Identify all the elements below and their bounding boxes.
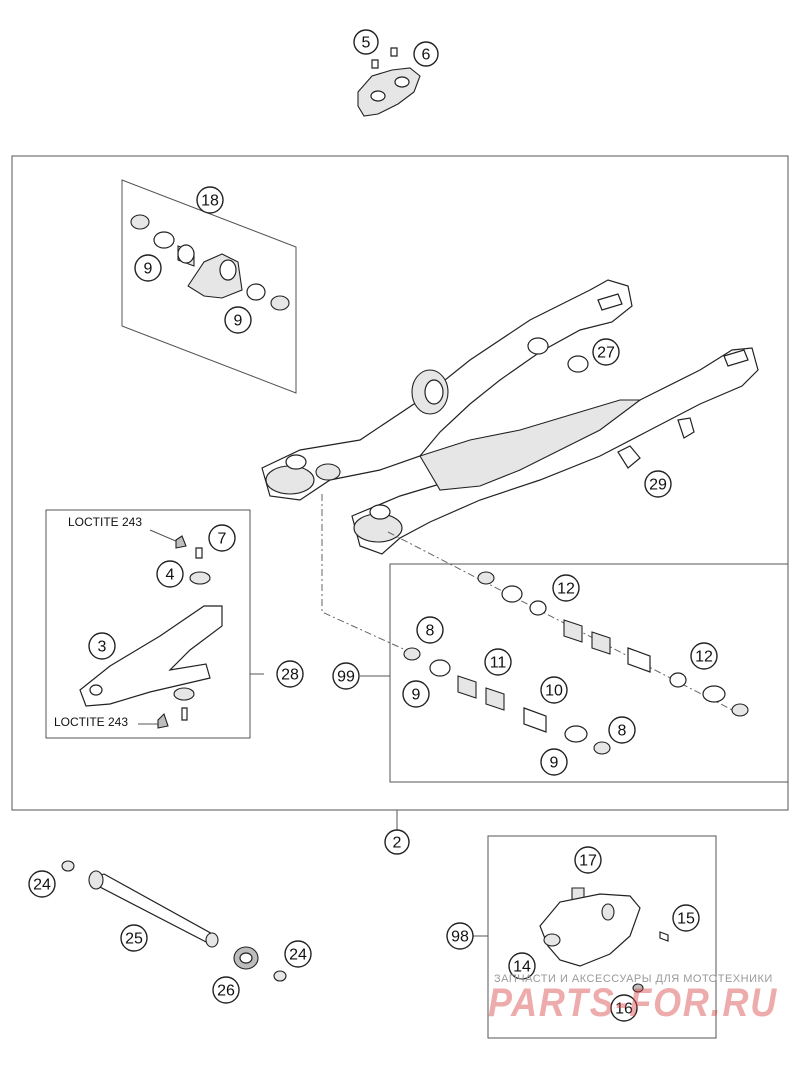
callout-10[interactable]: 10 bbox=[540, 676, 568, 704]
svg-text:9: 9 bbox=[550, 755, 559, 772]
svg-text:6: 6 bbox=[422, 47, 431, 64]
callout-24-left[interactable]: 24 bbox=[28, 870, 56, 898]
svg-text:5: 5 bbox=[362, 35, 371, 52]
svg-text:8: 8 bbox=[426, 623, 435, 640]
svg-text:3: 3 bbox=[98, 639, 107, 656]
callout-3[interactable]: 3 bbox=[88, 632, 116, 660]
callout-9-top-right[interactable]: 9 bbox=[224, 306, 252, 334]
chain-guide-parts bbox=[539, 887, 669, 993]
callout-99[interactable]: 99 bbox=[332, 662, 360, 690]
callout-98[interactable]: 98 bbox=[446, 922, 474, 950]
watermark-brand: PARTS-FOR.RU bbox=[488, 981, 778, 1025]
callout-11[interactable]: 11 bbox=[484, 648, 512, 676]
callout-6[interactable]: 6 bbox=[413, 41, 439, 67]
assembly-line-left bbox=[321, 494, 411, 653]
pivot-bearing-panel bbox=[389, 563, 789, 783]
callout-27[interactable]: 27 bbox=[592, 338, 620, 366]
callout-25[interactable]: 25 bbox=[120, 924, 148, 952]
svg-text:15: 15 bbox=[677, 911, 695, 928]
callout-5[interactable]: 5 bbox=[353, 29, 379, 55]
svg-text:27: 27 bbox=[597, 345, 615, 362]
svg-text:99: 99 bbox=[337, 669, 355, 686]
svg-text:9: 9 bbox=[144, 261, 153, 278]
callout-7[interactable]: 7 bbox=[208, 524, 236, 552]
callout-9-mid[interactable]: 9 bbox=[402, 680, 430, 708]
callout-15[interactable]: 15 bbox=[672, 904, 700, 932]
bearing-kit-parts bbox=[130, 214, 290, 311]
swingarm-assembly-frame bbox=[11, 155, 789, 811]
callout-12-bottom[interactable]: 12 bbox=[690, 642, 718, 670]
loctite-note-bottom: LOCTITE 243 bbox=[54, 715, 128, 729]
pivot-bearing-parts bbox=[403, 571, 749, 755]
callout-26[interactable]: 26 bbox=[212, 976, 240, 1004]
svg-text:2: 2 bbox=[393, 835, 402, 852]
svg-text:7: 7 bbox=[218, 531, 227, 548]
svg-text:24: 24 bbox=[33, 877, 51, 894]
loctite-note-top: LOCTITE 243 bbox=[68, 515, 142, 529]
callout-9-bottom[interactable]: 9 bbox=[540, 748, 568, 776]
callout-8-bottom[interactable]: 8 bbox=[608, 716, 636, 744]
chain-slider-panel bbox=[45, 509, 251, 739]
svg-text:26: 26 bbox=[217, 983, 235, 1000]
bearing-kit-panel bbox=[121, 179, 297, 394]
chain-guide-panel bbox=[487, 835, 717, 1039]
callout-2[interactable]: 2 bbox=[384, 829, 410, 855]
svg-text:14: 14 bbox=[513, 959, 531, 976]
svg-text:9: 9 bbox=[234, 313, 243, 330]
chain-guide-top-part bbox=[357, 47, 421, 117]
callout-8-top[interactable]: 8 bbox=[416, 616, 444, 644]
callout-9-top-left[interactable]: 9 bbox=[134, 254, 162, 282]
svg-text:9: 9 bbox=[412, 687, 421, 704]
pivot-axle-parts bbox=[61, 860, 287, 982]
svg-text:18: 18 bbox=[201, 193, 219, 210]
svg-text:8: 8 bbox=[618, 723, 627, 740]
svg-text:17: 17 bbox=[579, 853, 597, 870]
svg-text:29: 29 bbox=[649, 477, 667, 494]
watermark-caption: ЗАПЧАСТИ И АКСЕССУАРЫ ДЛЯ МОТОТЕХНИКИ bbox=[494, 973, 773, 985]
callout-29[interactable]: 29 bbox=[644, 470, 672, 498]
callout-28[interactable]: 28 bbox=[276, 660, 304, 688]
svg-text:10: 10 bbox=[545, 683, 563, 700]
svg-text:12: 12 bbox=[557, 581, 575, 598]
svg-text:98: 98 bbox=[451, 929, 469, 946]
chain-slider-parts bbox=[79, 535, 223, 729]
svg-text:25: 25 bbox=[125, 931, 143, 948]
svg-text:16: 16 bbox=[615, 1001, 633, 1018]
callout-17[interactable]: 17 bbox=[574, 846, 602, 874]
bushing-27 bbox=[567, 355, 589, 373]
svg-text:12: 12 bbox=[695, 649, 713, 666]
callout-24-right[interactable]: 24 bbox=[284, 940, 312, 968]
callout-18[interactable]: 18 bbox=[196, 186, 224, 214]
callout-12-top[interactable]: 12 bbox=[552, 574, 580, 602]
svg-text:11: 11 bbox=[490, 655, 507, 672]
svg-text:24: 24 bbox=[289, 947, 307, 964]
swingarm-body bbox=[261, 279, 759, 555]
callout-4[interactable]: 4 bbox=[156, 560, 184, 588]
svg-text:4: 4 bbox=[166, 567, 175, 584]
callout-16[interactable]: 16 bbox=[610, 994, 638, 1022]
callout-14[interactable]: 14 bbox=[508, 952, 536, 980]
loctite-leader-top bbox=[149, 529, 179, 543]
svg-text:28: 28 bbox=[281, 667, 299, 684]
